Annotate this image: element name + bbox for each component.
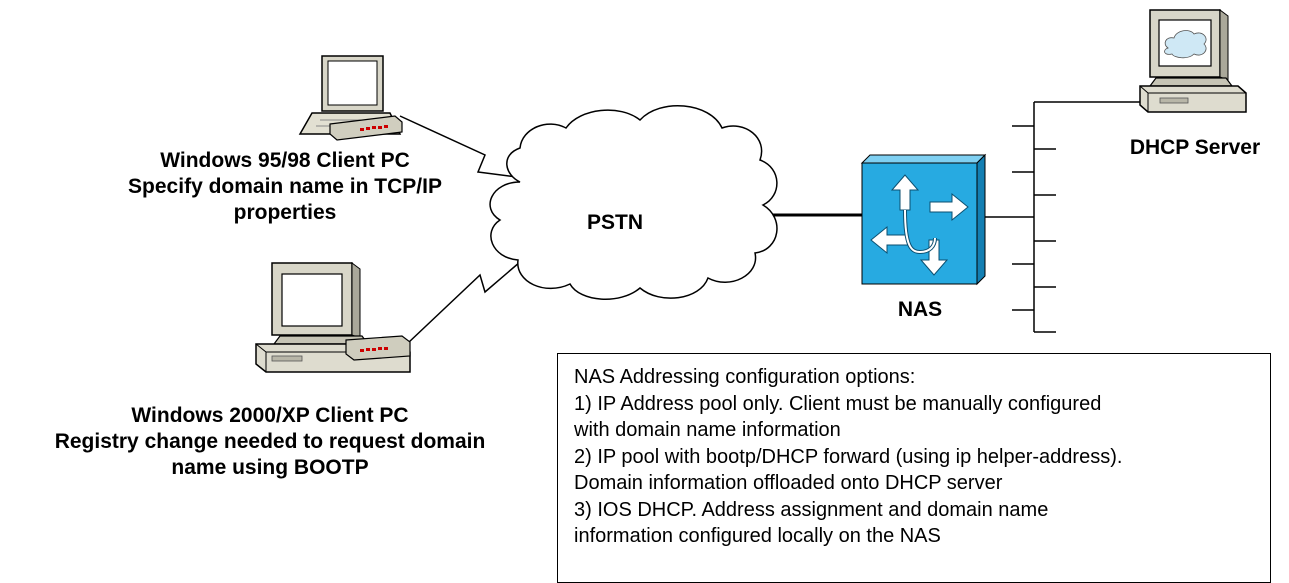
client2-label-line: Windows 2000/XP Client PC	[131, 404, 409, 427]
client1-label-line: Windows 95/98 Client PC	[160, 149, 410, 172]
nas-label: NAS	[897, 298, 943, 321]
nas-router-icon	[860, 153, 987, 286]
pstn-cloud	[489, 104, 778, 300]
options-line: 2) IP pool with bootp/DHCP forward (usin…	[574, 445, 1123, 468]
lan-bus	[1012, 101, 1160, 333]
client1-label-line: Specify domain name in TCP/IP	[128, 175, 442, 198]
serial-link-client1	[399, 115, 526, 179]
client1-label: Windows 95/98 Client PC Specify domain n…	[55, 148, 515, 226]
options-line: Domain information offloaded onto DHCP s…	[574, 472, 1003, 494]
dhcp-server-label: DHCP Server	[1129, 136, 1261, 159]
options-line: information configured locally on the NA…	[574, 525, 941, 547]
serial-link-client2	[407, 261, 521, 344]
options-line: 3) IOS DHCP. Address assignment and doma…	[574, 498, 1049, 521]
options-line: 1) IP Address pool only. Client must be …	[574, 392, 1102, 415]
client1-label-line: properties	[233, 201, 337, 224]
client2-label: Windows 2000/XP Client PC Registry chang…	[0, 403, 540, 481]
desktop-pc-icon	[255, 262, 411, 373]
dhcp-server-icon	[1139, 9, 1247, 113]
pstn-label: PSTN	[586, 211, 643, 234]
client2-label-line: Registry change needed to request domain	[54, 430, 486, 453]
laptop-icon	[298, 55, 403, 141]
options-line: NAS Addressing configuration options:	[574, 366, 916, 388]
options-line: with domain name information	[574, 419, 841, 441]
nas-options-box: NAS Addressing configuration options: 1)…	[557, 353, 1271, 583]
client2-label-line: name using BOOTP	[171, 456, 369, 479]
